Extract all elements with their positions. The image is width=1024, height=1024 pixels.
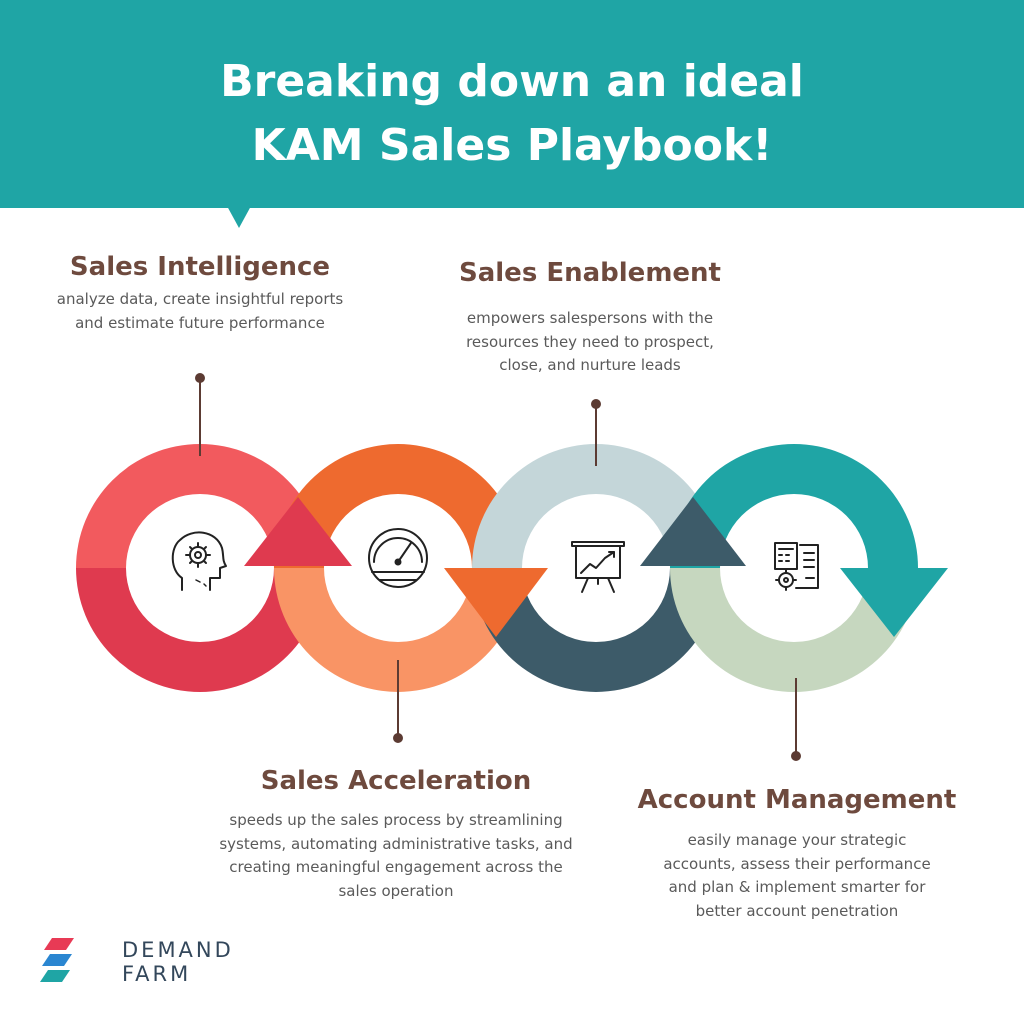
desc-line: resources they need to prospect, xyxy=(466,332,714,351)
ring-sales-enablement-bottom xyxy=(472,568,720,692)
ring-account-management-top xyxy=(670,444,918,568)
presentation-chart-icon xyxy=(571,541,625,593)
ring-account-management xyxy=(670,444,918,692)
arrow-down-teal xyxy=(840,568,948,637)
report-gear-icon xyxy=(774,542,819,591)
stage-title-account-management: Account Management xyxy=(637,785,957,815)
page-title: Breaking down an ideal KAM Sales Playboo… xyxy=(0,50,1024,178)
ring-sales-acceleration xyxy=(274,444,522,692)
desc-line: empowers salespersons with the xyxy=(466,309,714,327)
stage-desc-account-management: easily manage your strategic accounts, a… xyxy=(620,829,974,923)
ring-account-management-bottom xyxy=(670,568,918,692)
connector-dot-sales-enablement xyxy=(591,399,601,409)
desc-line: accounts, assess their performance xyxy=(663,854,931,873)
stage-title-sales-intelligence: Sales Intelligence xyxy=(69,252,331,282)
logo-text-line-2: FARM xyxy=(122,962,192,986)
arrow-up-red xyxy=(244,497,352,566)
stage-desc-sales-enablement: empowers salespersons with the resources… xyxy=(420,307,760,378)
head-gear-icon xyxy=(171,531,227,591)
desc-line: speeds up the sales process by streamlin… xyxy=(229,811,563,829)
connector-dot-sales-acceleration xyxy=(393,733,403,743)
demandfarm-logo-mark xyxy=(40,938,74,982)
desc-line: and estimate future performance xyxy=(75,313,325,332)
stage-title-sales-enablement: Sales Enablement xyxy=(459,258,721,288)
ring-sales-acceleration-bottom xyxy=(274,568,522,692)
ring-sales-acceleration-top xyxy=(274,444,522,568)
page-title-line-1: Breaking down an ideal xyxy=(220,56,804,107)
connector-dot-account-management xyxy=(791,751,801,761)
demandfarm-logo: DEMAND FARM xyxy=(40,936,231,992)
stage-title-sales-acceleration: Sales Acceleration xyxy=(260,766,532,796)
desc-line: better account penetration xyxy=(695,901,899,920)
arrow-up-slate xyxy=(640,497,746,566)
connector-dot-sales-intelligence xyxy=(195,373,205,383)
desc-line: and plan & implement smarter for xyxy=(668,878,926,896)
desc-line: sales operation xyxy=(338,881,454,900)
arrow-down-orange xyxy=(444,568,548,637)
page-title-line-2: KAM Sales Playbook! xyxy=(251,120,773,171)
desc-line: creating meaningful engagement across th… xyxy=(229,858,563,876)
header-pointer xyxy=(227,206,251,228)
desc-line: easily manage your strategic xyxy=(687,831,907,849)
stage-desc-sales-acceleration: speeds up the sales process by streamlin… xyxy=(196,809,596,903)
ring-sales-enablement-top xyxy=(472,444,720,568)
ring-sales-intelligence xyxy=(76,444,324,692)
stage-desc-sales-intelligence: analyze data, create insightful reports … xyxy=(30,288,370,335)
ring-sales-intelligence-top xyxy=(76,444,324,568)
desc-line: systems, automating administrative tasks… xyxy=(219,834,573,853)
ring-sales-enablement xyxy=(472,444,720,692)
speedometer-icon xyxy=(368,528,428,588)
logo-text-line-1: DEMAND xyxy=(122,938,234,962)
desc-line: close, and nurture leads xyxy=(499,356,681,374)
header-banner xyxy=(0,0,1024,208)
desc-line: analyze data, create insightful reports xyxy=(56,290,344,308)
ring-sales-intelligence-bottom xyxy=(76,568,324,692)
